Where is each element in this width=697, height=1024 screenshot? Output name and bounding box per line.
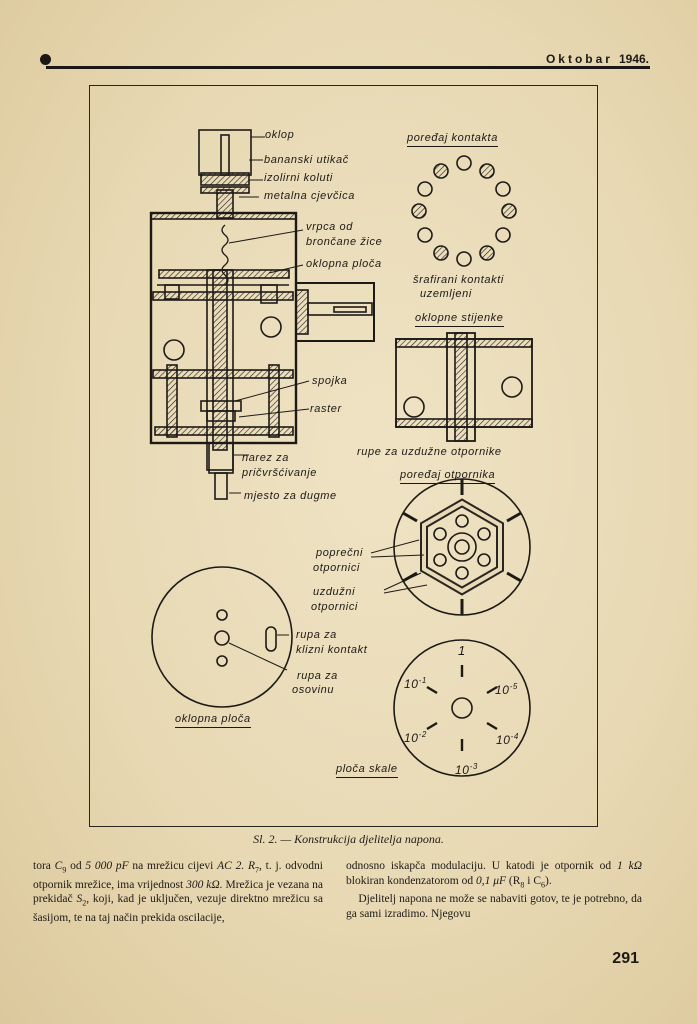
label-longitudinal-2: otpornici [311,601,358,613]
label-slide-hole-1: rupa za [296,629,337,641]
label-oklop: oklop [265,129,295,141]
page-number: 291 [612,950,639,967]
shielded-housing-drawing [149,129,375,500]
label-shield-plate: oklopna ploča [306,258,382,270]
label-hatched-contacts-1: šrafirani kontakti [413,274,504,286]
label-bronze-wire-1: vrpca od [306,221,353,233]
label-shield-walls: oklopne stijenke [415,312,504,327]
label-longitudinal-1: uzdužni [313,586,356,598]
contact-arrangement-drawing [411,155,517,267]
scale-mark-top: 1 [458,643,466,658]
label-transverse-2: otpornici [313,562,360,574]
label-transverse-1: poprečni [316,547,363,559]
scale-mark-lower-left: 10-2 [404,730,427,745]
label-bronze-wire-2: brončane žice [306,236,383,248]
scale-mark-upper-right: 10-5 [495,682,518,697]
label-metal-tube: metalna cjevčica [264,190,355,202]
bottom-shield-plate-drawing [151,566,293,708]
label-knob-place: mjesto za dugme [244,490,337,502]
header-month: Oktobar [545,52,613,66]
technical-drawing [149,129,533,777]
body-column-right: odnosno iskapča modulaciju. U katodi je … [346,860,643,920]
label-thread-2: pričvršćivanje [242,467,318,479]
label-hatched-contacts-2: uzemljeni [420,288,472,300]
figure-frame [89,85,598,827]
shield-walls-drawing [395,332,533,442]
label-slide-hole-2: klizni kontakt [296,644,368,656]
running-header: Oktobar 1946. [546,52,649,66]
label-coupling: spojka [312,375,348,387]
label-thread-1: narez za [242,452,289,464]
label-contact-arrangement: poređaj kontakta [407,132,498,147]
header-bullet [40,54,51,65]
label-bottom-shield-plate: oklopna ploča [175,713,251,728]
label-shaft-hole-2: osovinu [292,684,335,696]
scale-mark-bottom: 10-3 [455,762,478,777]
figure-caption: Sl. 2. — Konstrukcija djelitelja napona. [253,832,444,846]
label-banana-plug: bananski utikač [264,154,349,166]
label-detent: raster [310,403,342,415]
resistor-arrangement-drawing [370,478,531,616]
scale-plate-drawing [393,639,531,777]
label-resistor-arrangement: poređaj otpornika [400,469,496,484]
body-column-left: tora C9 od 5 000 pF na mrežicu cijevi AC… [33,860,324,925]
header-rule [46,66,650,69]
header-year: 1946. [618,52,649,66]
label-scale-plate: ploča skale [336,763,398,778]
label-holes-longitudinal: rupe za uzdužne otpornike [357,446,502,458]
scale-mark-lower-right: 10-4 [496,732,519,747]
scale-mark-upper-left: 10-1 [404,676,427,691]
label-shaft-hole-1: rupa za [297,670,338,682]
label-insulating-rings: izolirni koluti [264,172,333,184]
